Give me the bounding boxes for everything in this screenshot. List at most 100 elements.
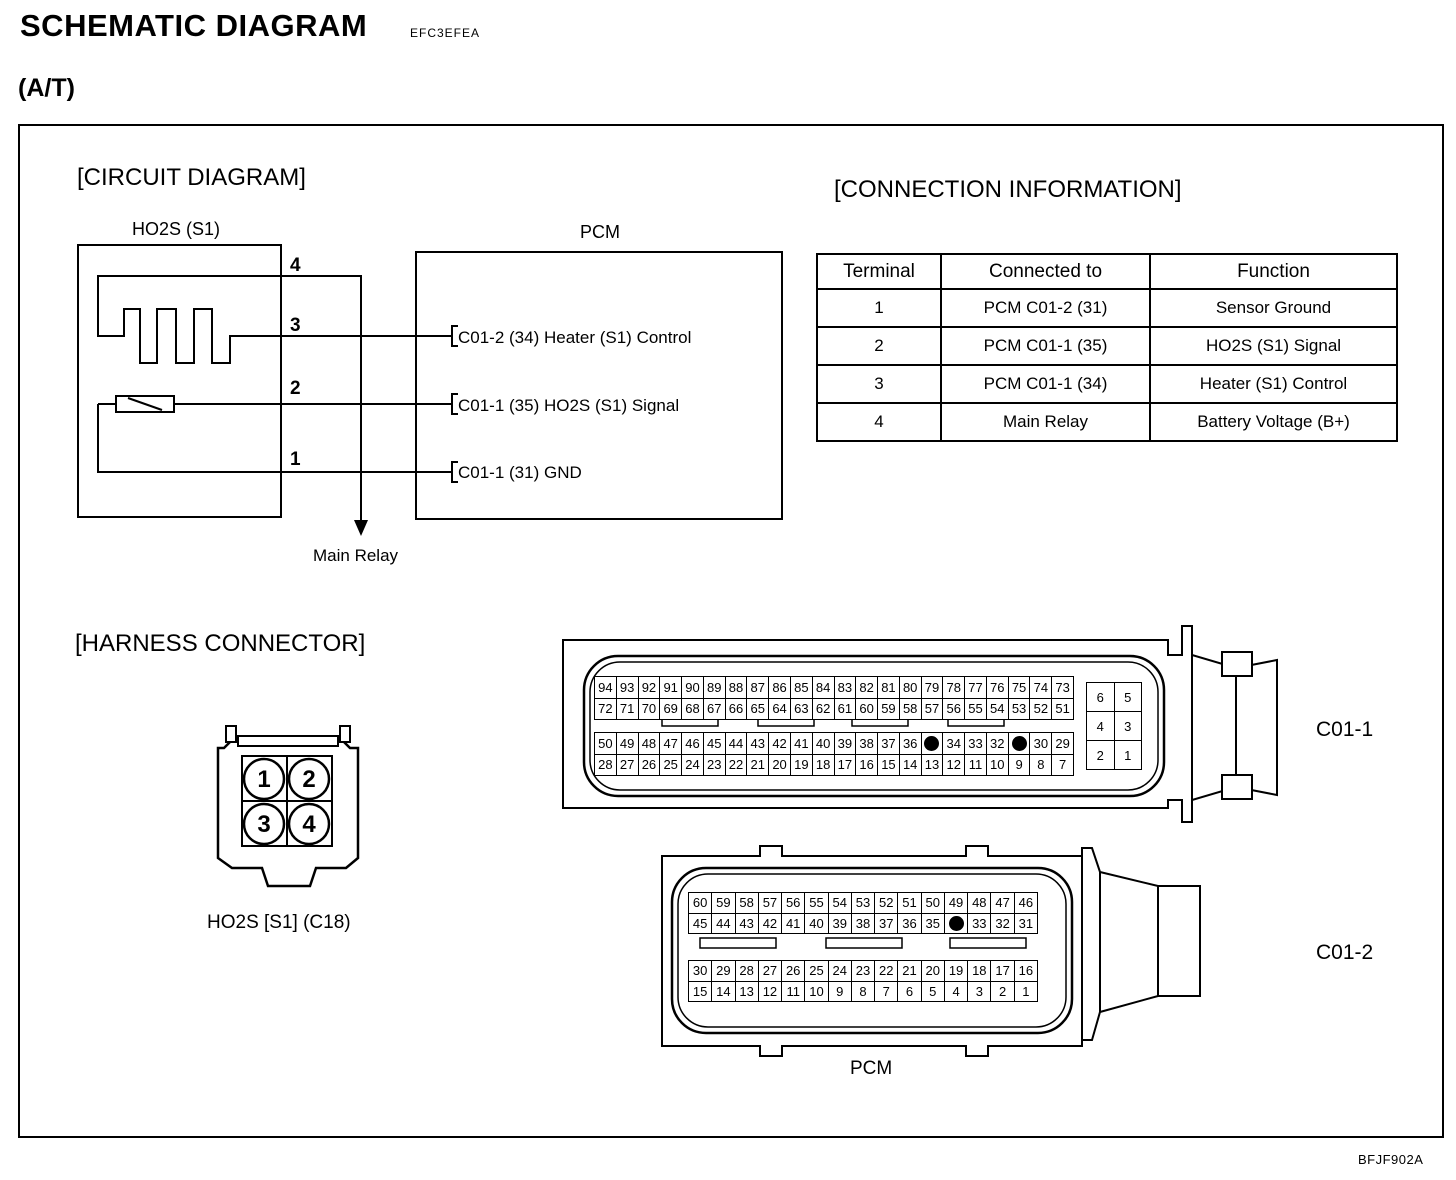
c01-1-label: C01-1	[1316, 718, 1374, 741]
c18-pin-1: 1	[257, 766, 270, 793]
pin-label-4: 4	[290, 255, 301, 276]
connector-pin: 81	[878, 677, 899, 698]
pcm-connector-label: PCM	[850, 1058, 893, 1079]
c18-pin-4: 4	[302, 811, 316, 838]
pcm-box	[415, 251, 783, 520]
connector-pin: 91	[660, 677, 682, 698]
connector-pin: 5	[1114, 683, 1141, 711]
connector-pin: 5	[921, 981, 944, 1001]
connector-pin: 78	[943, 677, 965, 698]
connector-pin: 28	[735, 961, 758, 981]
harness-section-title: [HARNESS CONNECTOR]	[75, 630, 366, 657]
connector-pin: 53	[851, 893, 875, 913]
connector-pin: 37	[875, 913, 898, 933]
connector-pin: 43	[747, 733, 769, 754]
connector-pin: 33	[965, 733, 986, 754]
connector-pin: 9	[1008, 754, 1030, 775]
connector-pin: 43	[735, 913, 758, 933]
connector-pin: 29	[1052, 733, 1073, 754]
connector-pin: 52	[1030, 698, 1052, 719]
connector-pin: 19	[944, 961, 968, 981]
connector-pin: 27	[616, 754, 638, 775]
connector-pin: 25	[660, 754, 682, 775]
cell-connected-to: Main Relay	[940, 402, 1151, 442]
cell-connected-to: PCM C01-1 (35)	[940, 326, 1151, 366]
connector-pin: 60	[689, 893, 712, 913]
connector-pin: 45	[703, 733, 725, 754]
sensor-box	[77, 244, 282, 518]
connector-pin: 34	[943, 733, 965, 754]
pin-label-1: 1	[290, 449, 301, 470]
connector-pin: 79	[921, 677, 943, 698]
connector-pin: 23	[703, 754, 725, 775]
connector-pin: 90	[682, 677, 703, 698]
relay-arrow	[354, 520, 368, 536]
cell-function: HO2S (S1) Signal	[1149, 326, 1398, 366]
connector-pin: 29	[712, 961, 735, 981]
connector-pin: 14	[899, 754, 921, 775]
connector-pin: 75	[1008, 677, 1030, 698]
connector-pin: 35	[921, 913, 944, 933]
connector-pin: 11	[965, 754, 986, 775]
c18-pin-2: 2	[302, 766, 315, 793]
connector-pin: 88	[725, 677, 747, 698]
connector-pin: 76	[986, 677, 1008, 698]
connector-pin: 20	[921, 961, 944, 981]
connector-pin: 15	[689, 981, 712, 1001]
connector-pin: 2	[991, 981, 1014, 1001]
wire-label-heater: C01-2 (34) Heater (S1) Control	[458, 328, 692, 347]
connector-pin: 36	[898, 913, 921, 933]
connector-pin: 7	[1052, 754, 1073, 775]
connector-pin: 77	[965, 677, 986, 698]
connector-pin: 93	[616, 677, 638, 698]
connection-table: Terminal Connected to Function 1 PCM C01…	[816, 253, 1398, 442]
connector-pin: 74	[1030, 677, 1052, 698]
connector-pin: 61	[834, 698, 856, 719]
connector-pin: 32	[986, 733, 1008, 754]
connector-pin: 10	[986, 754, 1008, 775]
connector-pin: 20	[769, 754, 790, 775]
pcm-label: PCM	[580, 222, 620, 242]
connector-pin: 47	[660, 733, 682, 754]
connector-pin: 49	[944, 893, 968, 913]
connector-pin: 26	[638, 754, 660, 775]
connector-pin: 8	[1030, 754, 1052, 775]
variant-label: (A/T)	[18, 74, 75, 102]
connector-pin: 16	[1014, 961, 1037, 981]
connector-pin: 70	[638, 698, 660, 719]
connection-section-title: [CONNECTION INFORMATION]	[834, 176, 1182, 203]
connector-pin: 52	[875, 893, 898, 913]
connector-pin: 33	[968, 913, 991, 933]
connector-pin: 4	[944, 981, 968, 1001]
connector-pin: 1	[1014, 981, 1037, 1001]
cell-terminal: 2	[816, 326, 942, 366]
heater-element	[97, 275, 452, 364]
connector-pin: 21	[747, 754, 769, 775]
connector-pin: 30	[689, 961, 712, 981]
connector-pin: 31	[1014, 913, 1037, 933]
cell-connected-to: PCM C01-2 (31)	[940, 288, 1151, 328]
connector-pin: 1	[1114, 741, 1141, 769]
connector-pin: 6	[1087, 683, 1114, 711]
cell-function: Heater (S1) Control	[1149, 364, 1398, 404]
connector-pin: 50	[921, 893, 944, 913]
connector-pin: 38	[856, 733, 878, 754]
connector-pin: 40	[805, 913, 828, 933]
circuit-wiring	[97, 275, 458, 536]
connector-pin: 67	[703, 698, 725, 719]
connector-pin: 64	[769, 698, 790, 719]
connector-pin: 83	[834, 677, 856, 698]
connector-pin: 46	[682, 733, 703, 754]
relay-label: Main Relay	[313, 546, 399, 565]
connector-pin: 41	[790, 733, 812, 754]
connector-pin: 54	[986, 698, 1008, 719]
connector-pin: 38	[851, 913, 875, 933]
connector-pin: 55	[965, 698, 986, 719]
connector-pin: 84	[812, 677, 834, 698]
cell-terminal: 4	[816, 402, 942, 442]
connector-pin: 45	[689, 913, 712, 933]
